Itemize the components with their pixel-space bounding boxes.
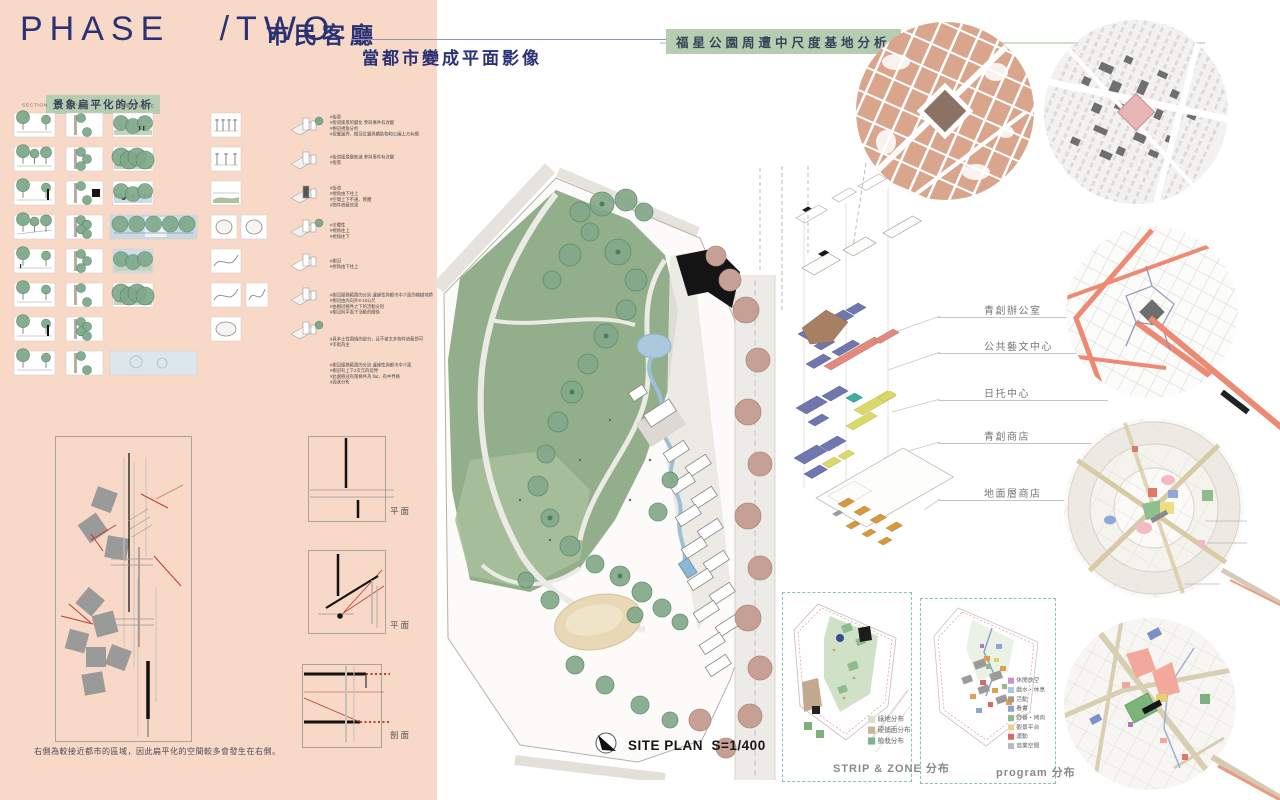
context-heading: 福星公園周遭中尺度基地分析: [666, 29, 901, 54]
annotation-group: #具本土性圍繞的部分，且不被太多物件遮蔽即可#市街為主: [330, 336, 424, 348]
annotation-group: #樹冠#視角由下往上: [330, 258, 359, 270]
legend-swatch: [1008, 733, 1015, 740]
annotation-group: #街景#街道風景的變化 參與事件有改變#樹冠視角分析#視覺邊界、樹冠位置與輔助物…: [330, 114, 419, 137]
siteplan-title: SITE PLAN: [628, 738, 704, 753]
legend-item: 看書: [1008, 704, 1045, 713]
legend-item: 休閒放空: [1008, 676, 1045, 685]
strategy-caption: 右側為較接近都市的區域，因此扁平化的空間較多會發生在右側。: [34, 747, 281, 756]
program-legend: 休閒放空戲水・休息活動看書野餐・烤肉觀景平台運動商業空間: [1008, 676, 1045, 751]
legend-label: 植栽分布: [877, 737, 904, 745]
method-label-3: 剖面: [390, 730, 412, 740]
program-title: program 分布: [996, 767, 1076, 779]
context-circle-roads: [1066, 226, 1238, 398]
strip-zone-legend: 綠地分布硬鋪面分布植栽分布: [868, 714, 911, 746]
legend-label: 綠地分布: [877, 715, 904, 723]
legend-label: 活動: [1016, 695, 1028, 703]
method-diagram-2: [318, 554, 385, 628]
page-title-cjk: 市民客廳: [266, 22, 378, 48]
page-title: PHASE /TWO: [20, 10, 337, 48]
context-circle-program: [1064, 618, 1236, 790]
legend-label: 休閒放空: [1016, 677, 1040, 684]
legend-label: 商業空間: [1016, 742, 1040, 750]
legend-item: 觀景平台: [1008, 723, 1045, 732]
method-box-1: [308, 436, 386, 522]
program-box: [920, 598, 1056, 784]
tagline: 當都市變成平面影像: [362, 49, 542, 68]
method-box-2: [308, 550, 386, 634]
legend-item: 硬鋪面分布: [868, 725, 911, 736]
title-underline: [352, 39, 668, 40]
building-label: 日托中心: [938, 385, 1108, 401]
strip-zone-title: STRIP & ZONE 分布: [833, 763, 950, 775]
legend-swatch: [1008, 724, 1015, 731]
annotation-group: #全覆性#視角往上#視角往下: [330, 222, 350, 239]
annotation-group: #街道風景變較迷 參與事件有改變#街景: [330, 154, 395, 166]
legend-swatch: [1008, 715, 1015, 722]
legend-item: 植栽分布: [868, 736, 911, 747]
siteplan-label: SITE PLAN S=1/400: [628, 738, 766, 753]
context-circle-figure-ground: [856, 22, 1034, 200]
strategy-diagram: [60, 453, 184, 737]
analysis-heading: 景象扁平化的分析: [46, 95, 160, 114]
legend-swatch: [1008, 705, 1015, 712]
building-label: 公共藝文中心: [938, 338, 1108, 354]
method-diagram-1: [310, 438, 394, 518]
site-plan: [432, 163, 783, 780]
legend-swatch: [1008, 743, 1015, 750]
strip-zone-box: [782, 592, 912, 782]
col-header-plan: PLAN: [74, 102, 90, 108]
legend-item: 戲水・休息: [1008, 685, 1045, 694]
legend-swatch: [1008, 696, 1015, 703]
legend-swatch: [868, 726, 876, 734]
legend-item: 野餐・烤肉: [1008, 713, 1045, 722]
annotation-group: #樹冠服務範圍的分別 邊緣性與都市中介面的模糊地帶#樹冠由內向外8-15公尺#由…: [330, 292, 433, 315]
legend-swatch: [1008, 677, 1015, 684]
building-label: 地面層商店: [938, 485, 1108, 501]
method-diagram-3: [303, 666, 390, 742]
context-circle-detail-map: [1044, 20, 1228, 204]
legend-label: 看書: [1016, 705, 1028, 712]
legend-swatch: [868, 737, 876, 745]
legend-item: 運動: [1008, 732, 1045, 741]
analysis-matrix: [13, 110, 324, 376]
context-circle-radius: [1064, 418, 1244, 598]
legend-label: 硬鋪面分布: [877, 726, 911, 734]
legend-swatch: [1008, 687, 1015, 694]
legend-item: 綠地分布: [868, 714, 911, 725]
col-header-section: SECTION: [22, 102, 48, 108]
legend-item: 活動: [1008, 695, 1045, 704]
exploded-axon: [793, 162, 955, 546]
legend-item: 商業空間: [1008, 741, 1045, 750]
legend-label: 戲水・休息: [1016, 686, 1046, 694]
col-header-scene: 景象&SCENE: [120, 103, 155, 109]
building-label: 青創商店: [938, 428, 1108, 444]
legend-label: 運動: [1016, 733, 1028, 740]
building-label: 青創辦公室: [938, 302, 1108, 318]
annotation-group: #樹冠服務範圍的分別 邊緣性與都市中介面#樹冠有上下2次元的延伸#此處樹冠有限條…: [330, 362, 412, 385]
strategy-diagram-frame: [55, 436, 192, 742]
strip-zone-map: [793, 603, 910, 753]
method-label-1: 平面: [390, 506, 412, 516]
legend-swatch: [868, 715, 876, 723]
method-label-2: 平面: [390, 620, 412, 630]
legend-label: 野餐・烤肉: [1016, 714, 1046, 722]
siteplan-scale: S=1/400: [711, 738, 766, 753]
legend-label: 觀景平台: [1016, 723, 1040, 731]
annotation-group: #街道#視角由下往上#空間上下不通、實體#物件遮蔽效果: [330, 185, 372, 208]
method-box-3: [302, 664, 382, 748]
